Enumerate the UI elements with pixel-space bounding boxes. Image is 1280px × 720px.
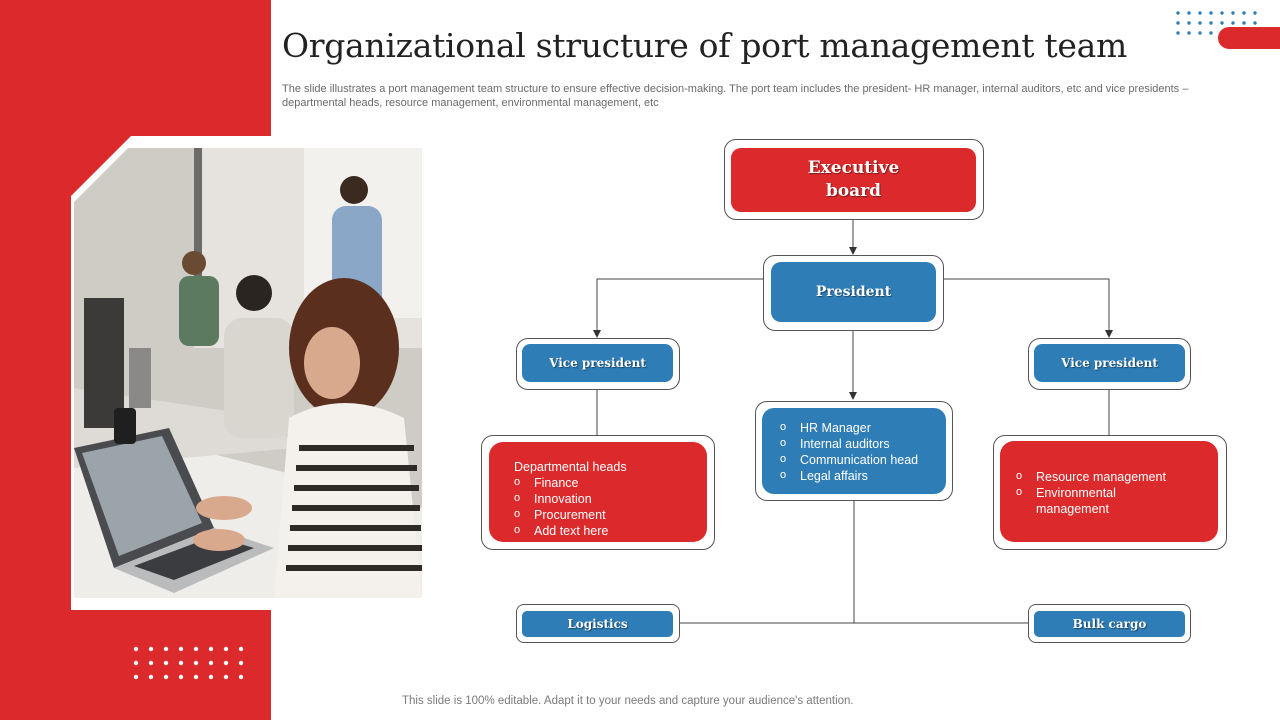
center-group-box: HR Manager Internal auditors Communicati…: [762, 408, 946, 494]
departmental-heads-heading: Departmental heads: [514, 460, 627, 474]
executive-board-box: Executive board: [731, 148, 976, 212]
vp-right-label: Vice president: [1061, 356, 1158, 370]
vp-left-label: Vice president: [549, 356, 646, 370]
red-pill-decoration: [1218, 27, 1280, 49]
center-group-list: HR Manager Internal auditors Communicati…: [780, 419, 946, 484]
list-item: HR Manager: [780, 419, 946, 436]
logistics-label: Logistics: [567, 617, 628, 631]
list-item: Environmental management: [1016, 484, 1156, 517]
slide-footer: This slide is 100% editable. Adapt it to…: [402, 695, 854, 707]
executive-board-label: Executive board: [807, 158, 900, 201]
list-item: Resource management: [1016, 468, 1218, 485]
president-box: President: [771, 262, 936, 322]
list-item: Add text here: [514, 522, 707, 539]
logistics-box: Logistics: [522, 611, 673, 637]
departmental-heads-box: Departmental heads Finance Innovation Pr…: [489, 442, 707, 542]
bulk-cargo-box: Bulk cargo: [1034, 611, 1185, 637]
bulk-cargo-label: Bulk cargo: [1072, 617, 1147, 631]
resource-group-list: Resource management Environmental manage…: [1016, 468, 1218, 517]
list-item: Legal affairs: [780, 467, 946, 484]
departmental-heads-list: Finance Innovation Procurement Add text …: [514, 474, 707, 539]
list-item: Internal auditors: [780, 435, 946, 452]
dots-decoration-red: [133, 646, 244, 680]
list-item: Procurement: [514, 506, 707, 523]
vp-right-box: Vice president: [1034, 344, 1185, 382]
slide-subtitle: The slide illustrates a port management …: [282, 83, 1189, 109]
connector-president-vp-left: [593, 278, 763, 338]
list-item: Innovation: [514, 490, 707, 507]
list-item: Finance: [514, 474, 707, 491]
office-photo: [74, 148, 422, 598]
slide-title: Organizational structure of port managem…: [282, 26, 1127, 65]
vp-left-box: Vice president: [522, 344, 673, 382]
resource-group-box: Resource management Environmental manage…: [1000, 441, 1218, 542]
president-label: President: [815, 284, 892, 300]
list-item: Communication head: [780, 451, 946, 468]
connector-president-vp-right: [943, 278, 1113, 338]
